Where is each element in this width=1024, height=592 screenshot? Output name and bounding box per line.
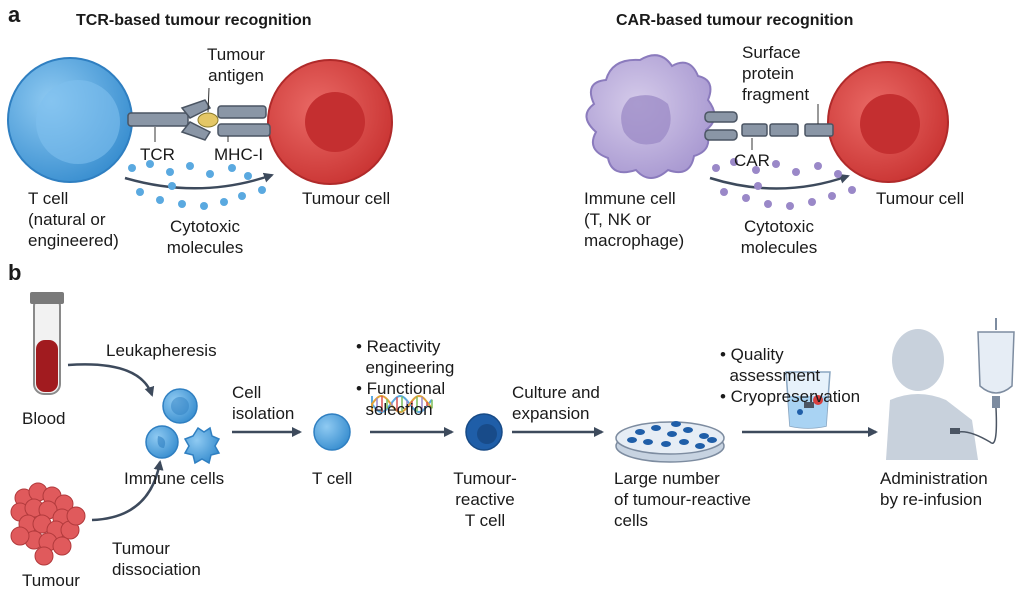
- leukapheresis-label: Leukapheresis: [106, 341, 217, 360]
- petri-dish-icon: [615, 421, 725, 463]
- workflow: [10, 292, 1015, 566]
- car-label: CAR: [734, 151, 770, 170]
- engineering-bullets: • Reactivity engineering• Functional sel…: [356, 337, 455, 419]
- cytotoxic-dots-purple: [712, 158, 856, 210]
- tcr-panel: [7, 57, 393, 210]
- mhc-label: MHC-I: [214, 145, 264, 164]
- blood-tube-icon: [30, 292, 64, 395]
- t-cell-label-b: T cell: [312, 469, 353, 488]
- tumour-label: Tumour: [22, 571, 80, 590]
- dna-icon: [371, 394, 433, 414]
- car-title: CAR-based tumour recognition: [616, 12, 854, 29]
- immune-cell-nucleus: [621, 95, 671, 145]
- tumour-antigen: [197, 112, 219, 128]
- tcr-title: TCR-based tumour recognition: [76, 12, 312, 29]
- tumour-cell-nucleus-2: [860, 94, 920, 154]
- tumour-cell-label-a2: Tumour cell: [876, 189, 965, 208]
- tumour-cell-nucleus: [305, 92, 365, 152]
- cytotoxic-arrow-a2: [709, 173, 850, 190]
- quality-bullets: • Quality assessment• Cryopreservation: [720, 345, 861, 406]
- t-cell-small: [313, 413, 351, 451]
- cryo-beaker-icon: [785, 371, 831, 429]
- patient-silhouette-icon: [886, 329, 978, 460]
- arrow-leukapheresis: [67, 363, 155, 397]
- t-cell-nucleus: [36, 80, 120, 164]
- arrow-dissociation: [91, 460, 164, 522]
- panel-letter-b: b: [8, 260, 22, 285]
- car-panel: [585, 54, 949, 210]
- blood-label: Blood: [22, 409, 66, 428]
- tcr-label: TCR: [140, 145, 175, 164]
- immune-cells-label: Immune cells: [124, 469, 225, 488]
- iv-bag-icon: [950, 318, 1015, 444]
- cytotoxic-dots-blue: [128, 160, 266, 210]
- tumour-cell-label-a1: Tumour cell: [302, 189, 391, 208]
- tcr-mhc-complex: [127, 99, 271, 141]
- cytotoxic-arrow-a1: [124, 172, 274, 190]
- tumour-mass-icon: [10, 482, 86, 566]
- panel-letter-a: a: [8, 2, 21, 27]
- immune-cells-cluster: [145, 388, 221, 465]
- car-receptor: [704, 111, 834, 141]
